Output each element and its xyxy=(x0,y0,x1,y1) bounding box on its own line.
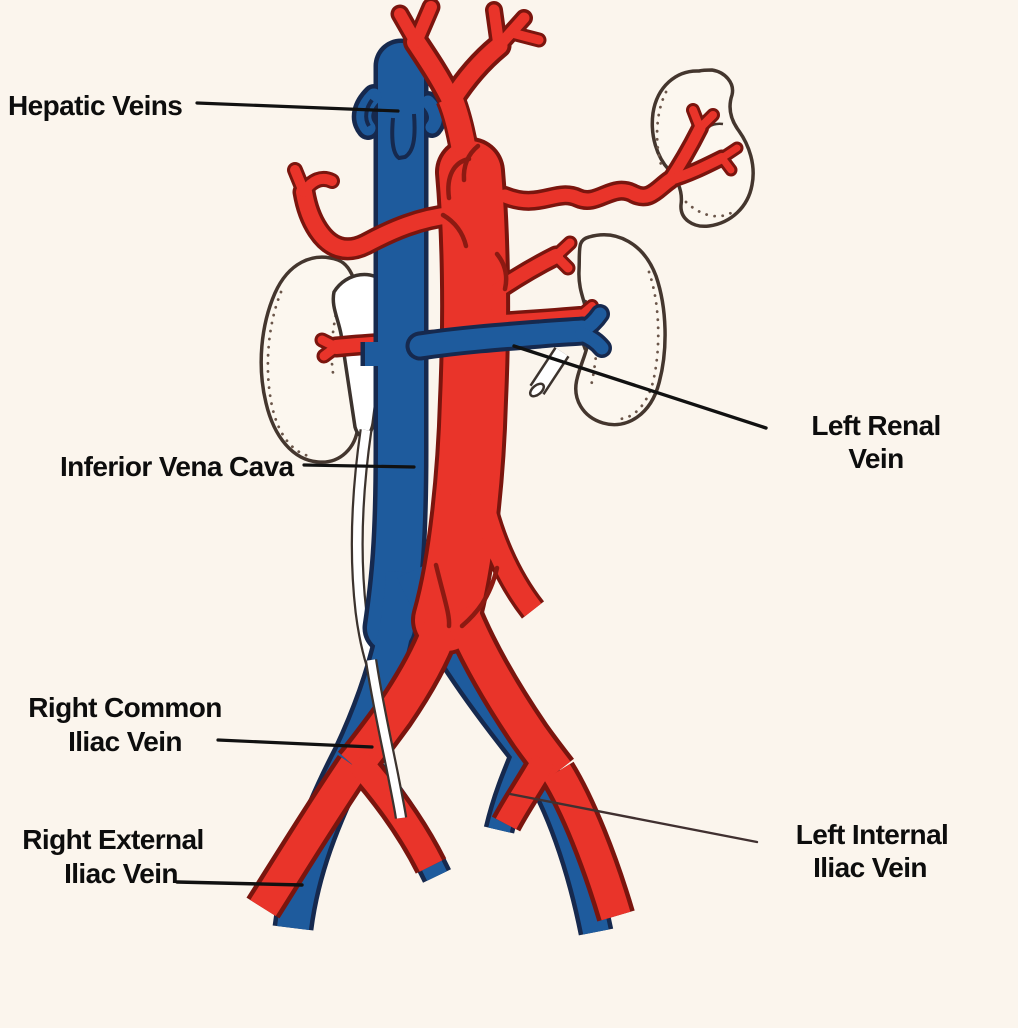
left-common-iliac-artery xyxy=(444,603,571,783)
leader-lines xyxy=(175,101,768,887)
hepatic-vein-stub-left xyxy=(356,88,382,136)
labels: Hepatic Veins Inferior Vena Cava Left Re… xyxy=(8,90,949,889)
left-internal-iliac-leader xyxy=(508,792,759,844)
inferior-vena-cava-leader xyxy=(302,463,416,469)
mesenteric-branch-left xyxy=(296,184,460,257)
artery-surface-detail xyxy=(433,143,509,629)
label-right-common-iliac-line1: Right Common xyxy=(28,692,221,723)
left-renal-artery-lower xyxy=(489,309,587,329)
left-renal-vein xyxy=(405,304,612,361)
left-ureter-stub xyxy=(528,347,570,398)
right-ureter-lower xyxy=(364,659,408,819)
label-left-internal-iliac-line1: Left Internal xyxy=(796,819,948,850)
label-left-renal-vein-line1: Left Renal xyxy=(811,410,940,441)
right-common-iliac-leader xyxy=(216,738,374,749)
left-internal-iliac-artery xyxy=(495,754,555,830)
mesenteric-branch-cut xyxy=(463,305,542,617)
label-right-external-iliac-line1: Right External xyxy=(22,824,203,855)
right-external-iliac-leader xyxy=(175,880,304,887)
right-external-iliac-artery xyxy=(250,757,367,916)
celiac-branch-right xyxy=(443,37,508,109)
label-right-common-iliac-line2: Iliac Vein xyxy=(68,726,182,757)
upper-renal-artery-wavy xyxy=(498,173,677,208)
label-left-renal-vein-line2: Vein xyxy=(848,443,903,474)
hepatic-veins-detail xyxy=(364,98,417,161)
upper-right-kidney xyxy=(650,68,755,228)
hepatic-veins-leader xyxy=(195,101,400,113)
label-hepatic-veins: Hepatic Veins xyxy=(8,90,182,121)
hepatic-vein-stub-right xyxy=(421,95,442,134)
left-renal-vein-leader xyxy=(512,344,768,430)
label-right-external-iliac-line2: Iliac Vein xyxy=(64,858,178,889)
left-external-iliac-artery xyxy=(544,764,631,921)
abdominal-aorta-system xyxy=(246,0,744,922)
left-kidney xyxy=(574,233,667,427)
label-inferior-vena-cava: Inferior Vena Cava xyxy=(60,451,295,482)
label-left-internal-iliac-line2: Iliac Vein xyxy=(813,852,927,883)
